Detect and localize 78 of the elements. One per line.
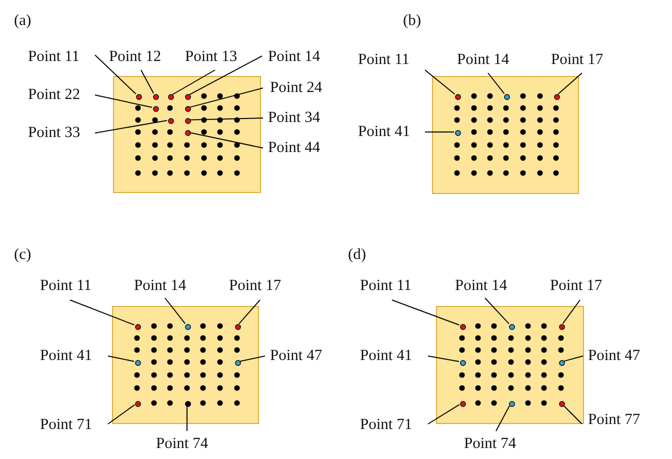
test-point-dot [559,360,565,366]
test-point-dot [168,94,174,100]
leader-line [563,356,584,362]
test-point-dot [559,401,565,407]
panel-label: (b) [403,12,422,30]
test-point-dot [153,94,159,100]
point-label: Point 22 [28,86,80,104]
test-point-dot [185,118,191,124]
test-point-dot [460,324,466,330]
point-label: Point 11 [358,51,410,69]
board [113,76,261,193]
test-point-dot [460,401,466,407]
board [432,76,579,194]
leader-line [94,120,168,134]
test-point-dot [185,106,191,112]
test-point-dot [509,401,515,407]
test-point-dot [153,106,159,112]
point-label: Point 77 [588,411,640,429]
point-label: Point 14 [268,48,320,66]
panel-label: (d) [348,246,366,264]
test-point-dot [135,360,141,366]
test-point-dot [460,360,466,366]
test-point-dot [235,324,241,330]
leader-line [239,356,266,362]
test-point-dot [554,94,560,100]
test-point-dot [455,130,461,136]
test-point-dot [135,324,141,330]
test-point-dot [135,401,141,407]
point-label: Point 17 [551,51,604,69]
point-label: Point 14 [455,277,508,295]
point-label: Point 12 [109,48,162,66]
point-label: Point 17 [229,277,282,295]
panel-label: (a) [14,12,32,30]
point-label: Point 47 [588,347,640,365]
point-label: Point 71 [40,416,92,434]
test-point-dot [185,324,191,330]
test-point-dot [136,94,142,100]
point-label: Point 41 [358,123,410,141]
leader-line [172,70,216,95]
point-label: Point 17 [550,277,602,295]
point-label: Point 41 [40,347,92,365]
leader-line [70,300,135,326]
point-label: Point 14 [457,51,510,69]
leader-line [186,406,188,432]
panel-label: (c) [14,246,32,264]
test-point-dot [559,324,565,330]
leader-line [140,70,154,94]
point-label: Point 34 [268,109,320,127]
test-point-dot [185,130,191,136]
leader-line [94,54,136,94]
leader-line [189,132,264,148]
point-label: Point 44 [268,139,320,157]
point-label: Point 14 [134,277,186,295]
point-label: Point 11 [28,48,80,66]
point-label: Point 74 [464,435,516,453]
leader-line [392,300,460,326]
point-label: Point 33 [28,124,80,142]
leader-line [190,118,264,120]
test-point-dot [235,360,241,366]
board [112,306,259,424]
test-point-dot [504,94,510,100]
test-point-dot [455,94,461,100]
point-label: Point 11 [360,277,412,295]
point-label: Point 24 [270,79,322,97]
leader-line [94,94,153,108]
leader-line [189,56,262,96]
test-point-dot [185,94,191,100]
point-label: Point 74 [156,435,208,453]
leader-line [189,88,264,108]
point-label: Point 41 [360,347,412,365]
board [436,306,584,424]
point-label: Point 47 [270,347,322,365]
point-label: Point 11 [40,277,92,295]
point-label: Point 71 [360,416,412,434]
point-label: Point 13 [185,48,238,66]
test-point-dot [168,118,174,124]
test-point-dot [509,324,515,330]
test-point-dot [185,401,191,407]
